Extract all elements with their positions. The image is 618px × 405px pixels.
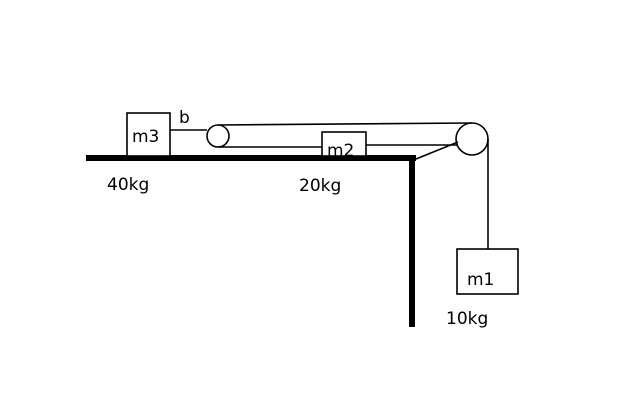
m2-label: m2 <box>327 141 354 161</box>
m3-label: m3 <box>132 127 159 147</box>
m1-mass-label: 10kg <box>446 309 488 329</box>
large-pulley <box>455 122 489 156</box>
block-m2 <box>321 131 367 157</box>
block-m1 <box>456 248 519 295</box>
rope-b-label: b <box>179 108 190 128</box>
rope-top <box>217 122 473 126</box>
m1-label: m1 <box>467 270 494 290</box>
small-pulley <box>206 124 230 148</box>
m2-mass-label: 20kg <box>299 176 341 196</box>
m3-mass-label: 40kg <box>107 175 149 195</box>
block-m3 <box>126 112 171 157</box>
